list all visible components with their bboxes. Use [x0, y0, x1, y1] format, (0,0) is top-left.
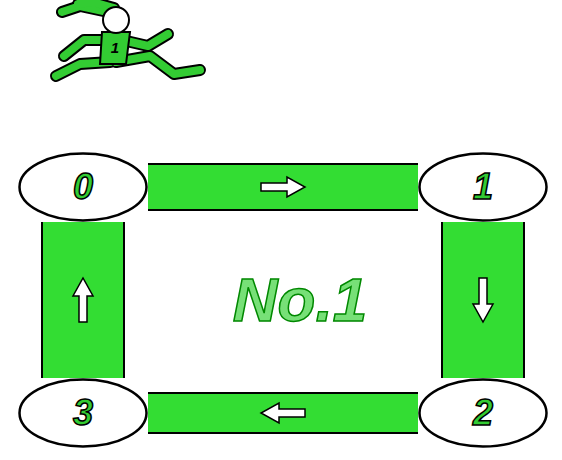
corner-ellipse: 2: [418, 378, 548, 448]
band-outline: [41, 222, 125, 378]
band-fill: [43, 222, 123, 378]
loop-band: [473, 222, 493, 378]
loop-band: [148, 177, 418, 197]
direction-arrow: [73, 278, 93, 322]
station-number: 2: [473, 395, 493, 431]
center-title: No.1: [233, 269, 367, 331]
band-fill: [443, 222, 523, 378]
corner-ellipse: 3: [18, 378, 148, 448]
corner-ellipse: 1: [418, 152, 548, 222]
band-outline: [441, 222, 525, 378]
corner-ellipse: 0: [18, 152, 148, 222]
runner-number: 1: [110, 40, 120, 55]
direction-arrow: [473, 278, 493, 322]
direction-arrow: [261, 403, 305, 423]
band-fill: [148, 165, 418, 209]
band-outline: [148, 392, 418, 434]
station-number: 0: [73, 169, 93, 205]
loop-band: [148, 403, 418, 423]
station-number: 3: [73, 395, 93, 431]
band-fill: [148, 394, 418, 432]
direction-arrow: [261, 177, 305, 197]
loop-band: [73, 222, 93, 378]
band-outline: [148, 163, 418, 211]
station-number: 1: [473, 169, 493, 205]
